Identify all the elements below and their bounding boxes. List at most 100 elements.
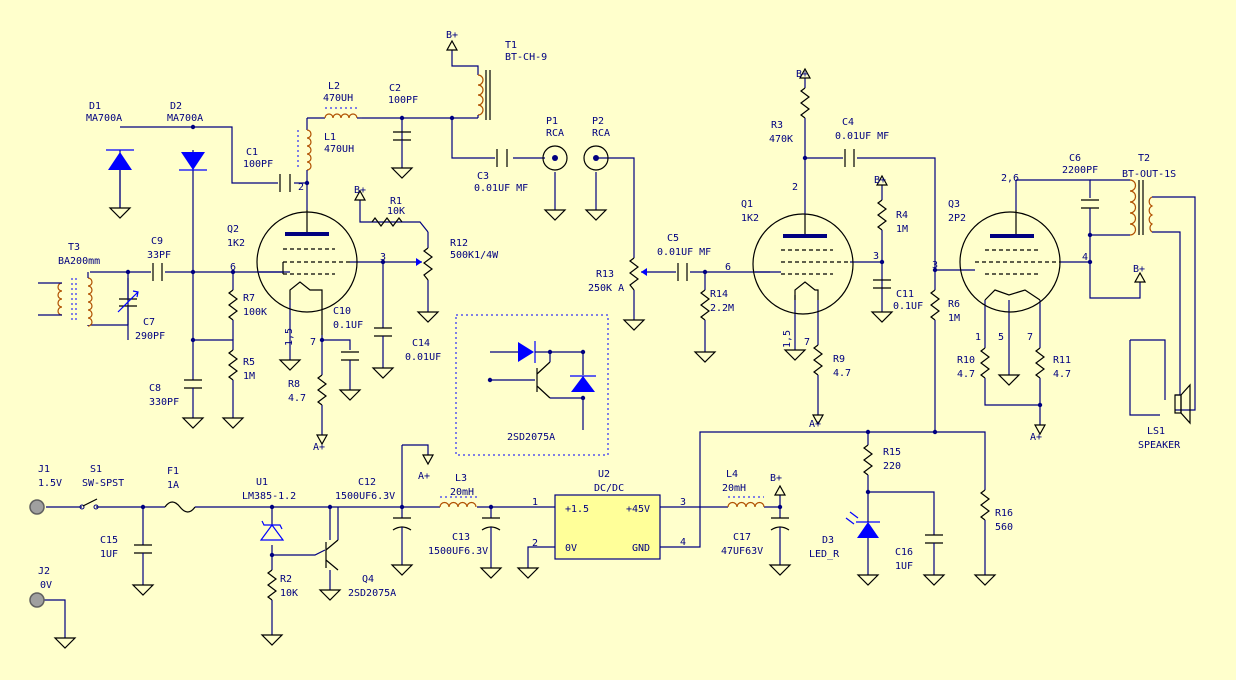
pin-u2-3: 3 [680, 497, 686, 508]
pin-q3-7: 7 [1027, 332, 1033, 343]
rca-p1 [542, 145, 568, 171]
transformer-t3 [38, 272, 93, 327]
cap-c16 [925, 534, 943, 575]
pin-q1-3: 3 [873, 251, 879, 262]
label-r10-ref: R10 [957, 355, 975, 366]
resistor-r14 [700, 289, 710, 321]
label-c15-val: 1UF [100, 549, 118, 560]
label-u1-ref: U1 [256, 477, 268, 488]
label-q4-val: 2SD2075A [348, 588, 396, 599]
cap-c10 [341, 351, 359, 390]
label-r13-val: 250K A [588, 283, 624, 294]
label-c9-ref: C9 [151, 236, 163, 247]
label-q1-val: 1K2 [741, 213, 759, 224]
label-f1-ref: F1 [167, 466, 179, 477]
label-u2-pin1: +1.5 [565, 504, 589, 515]
label-c4-val: 0.01UF MF [835, 131, 889, 142]
resistor-r10 [980, 347, 990, 379]
label-r14-ref: R14 [710, 289, 728, 300]
label-aplus-r8: A+ [313, 442, 325, 453]
label-l3-val: 20mH [450, 487, 474, 498]
label-d3-ref: D3 [822, 535, 834, 546]
cap-c5 [677, 263, 688, 281]
inductor-l2 [324, 107, 362, 119]
resistor-r8 [317, 374, 327, 406]
label-c10-ref: C10 [333, 306, 351, 317]
darlington-inset [455, 314, 609, 456]
label-c3-val: 0.01UF MF [474, 183, 528, 194]
label-d1-ref: D1 [89, 101, 101, 112]
label-r9-val: 4.7 [833, 368, 851, 379]
label-c12-val: 1500UF6.3V [335, 491, 395, 502]
wires-amp-section [633, 78, 1196, 432]
cap-c9 [152, 263, 163, 281]
resistor-r9 [813, 344, 823, 376]
label-u2-pin2: 0V [565, 543, 577, 554]
led-d3 [845, 510, 880, 575]
label-l3-ref: L3 [455, 473, 467, 484]
label-c14-val: 0.01UF [405, 352, 441, 363]
label-c13-ref: C13 [452, 532, 470, 543]
label-u2-pin3: +45V [626, 504, 650, 515]
label-r16-val: 560 [995, 522, 1013, 533]
resistor-r15 [863, 444, 873, 476]
tube-q2 [256, 210, 358, 335]
diode-d2 [179, 152, 207, 171]
label-l4-ref: L4 [726, 469, 738, 480]
label-l4-val: 20mH [722, 483, 746, 494]
power-flags [315, 39, 1147, 496]
label-s1-ref: S1 [90, 464, 102, 475]
pin-q2-7: 7 [310, 337, 316, 348]
cap-c13 [481, 517, 501, 568]
label-p1-val: RCA [546, 128, 564, 139]
resistor-r1 [371, 217, 403, 227]
label-c8-val: 330PF [149, 397, 179, 408]
resistors [228, 87, 1045, 635]
label-r3-val: 470K [769, 134, 793, 145]
label-j1-val: 1.5V [38, 478, 62, 489]
label-c3-ref: C3 [477, 171, 489, 182]
tube-q1 [752, 213, 854, 315]
label-r6-val: 1M [948, 313, 960, 324]
label-c11-ref: C11 [896, 289, 914, 300]
pin-q1-2: 2 [792, 182, 798, 193]
label-u1-val: LM385-1.2 [242, 491, 296, 502]
varcap-c7 [117, 272, 139, 325]
label-c7-ref: C7 [143, 317, 155, 328]
pot-r13 [629, 257, 647, 291]
label-q1-ref: Q1 [741, 199, 753, 210]
label-d2-ref: D2 [170, 101, 182, 112]
pin-q2-2: 2 [298, 182, 304, 193]
resistor-r2 [267, 569, 277, 601]
label-r5-val: 1M [243, 371, 255, 382]
label-c13-val: 1500UF6.3V [428, 546, 488, 557]
cap-c11 [873, 279, 891, 289]
wires-power-section [37, 431, 986, 638]
cap-c4 [844, 149, 855, 167]
label-l1-val: 470UH [324, 144, 354, 155]
resistor-r4 [877, 199, 887, 231]
pin-q3-26: 2,6 [1001, 173, 1019, 184]
label-p2-ref: P2 [592, 116, 604, 127]
pin-q1-15: 1,5 [782, 330, 793, 348]
label-ls1-ref: LS1 [1147, 426, 1165, 437]
ground-symbols [53, 167, 1021, 649]
label-t2-ref: T2 [1138, 153, 1150, 164]
label-c5-ref: C5 [667, 233, 679, 244]
pin-q1-6: 6 [725, 262, 731, 273]
inductor-l3 [439, 496, 477, 508]
label-t3-ref: T3 [68, 242, 80, 253]
label-bplus-r4: B+ [874, 175, 886, 186]
cap-c6 [1081, 199, 1099, 220]
pin-u2-4: 4 [680, 537, 686, 548]
label-r16-ref: R16 [995, 508, 1013, 519]
cap-c1 [279, 174, 291, 192]
label-l2-val: 470UH [323, 93, 353, 104]
label-inset-part: 2SD2075A [507, 432, 555, 443]
label-u2-val: DC/DC [594, 483, 624, 494]
label-r15-val: 220 [883, 461, 901, 472]
label-r11-ref: R11 [1053, 355, 1071, 366]
label-t1-ref: T1 [505, 40, 517, 51]
inductor-l4 [727, 496, 765, 508]
